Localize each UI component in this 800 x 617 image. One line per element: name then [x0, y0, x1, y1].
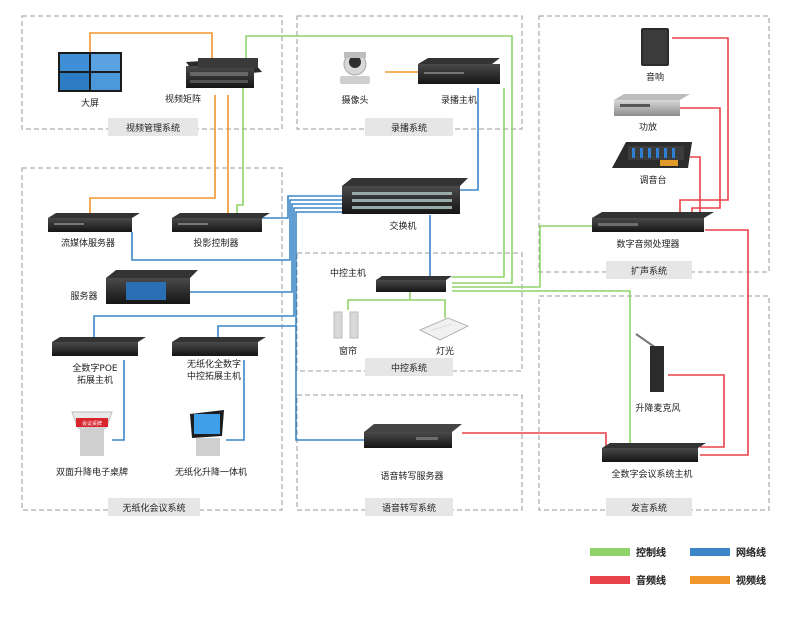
network-line-switch-server [190, 203, 342, 293]
system-label-speech: 语音转写系统 [365, 498, 453, 516]
light-icon [418, 317, 470, 341]
video-line-matrix-streaming [89, 95, 216, 218]
audio-line-dsp-speaker [672, 37, 729, 215]
projector-controller-icon [172, 213, 270, 232]
control-line-host-devices [347, 290, 446, 318]
nameplate-label: 双面升降电子桌牌 [56, 466, 128, 478]
legend-item-network: 网络线 [690, 546, 766, 559]
system-label-pa: 扩声系统 [606, 261, 692, 279]
projector-controller-label: 投影控制器 [193, 237, 238, 249]
central-host-label: 中控主机 [330, 267, 366, 279]
svg-text:视频线: 视频线 [736, 574, 766, 587]
legend-item-video: 视频线 [690, 574, 766, 587]
big-screen-icon [58, 52, 122, 92]
big-screen-label: 大屏 [81, 97, 99, 109]
legend-item-control: 控制线 [590, 546, 666, 559]
audio-line-dsp-mixer [690, 156, 701, 215]
speech-server-label: 语音转写服务器 [380, 470, 443, 482]
system-label-paperless: 无纸化会议系统 [108, 498, 200, 516]
svg-text:网络线: 网络线 [736, 546, 766, 559]
svg-text:扩声系统: 扩声系统 [631, 265, 667, 277]
conference-host-icon [602, 443, 706, 462]
box-control-system [296, 252, 523, 372]
control-line-projector [236, 60, 244, 218]
camera-label: 摄像头 [341, 94, 368, 106]
speaker-label: 音响 [646, 71, 664, 83]
box-speech-system [296, 394, 523, 511]
camera-icon [340, 52, 370, 84]
control-line-matrix [245, 35, 513, 284]
speech-server-icon [364, 424, 462, 448]
poe-host-icon [52, 337, 146, 356]
control-line-host-conf [452, 290, 631, 443]
network-line-switch-recorder [460, 88, 479, 191]
video-matrix-icon [186, 58, 262, 88]
video-line-matrix-screen [89, 32, 213, 58]
paperless-host-label-2: 中控拓展主机 [187, 370, 241, 382]
paperless-host-label-1: 无纸化全数字 [187, 358, 241, 370]
paperless-host-icon [172, 337, 266, 356]
recorder-icon [418, 58, 500, 84]
legend: 控制线 网络线 音频线 视频线 [590, 546, 766, 587]
amplifier-label: 功放 [639, 121, 657, 133]
light-label: 灯光 [436, 345, 454, 357]
dsp-label: 数字音频处理器 [616, 238, 679, 250]
mixer-label: 调音台 [639, 174, 666, 186]
network-line-paperless-terminal [226, 360, 245, 441]
speaker-icon [641, 28, 669, 66]
lift-terminal-icon [190, 410, 224, 456]
svg-text:无纸化会议系统: 无纸化会议系统 [122, 502, 185, 514]
switch-label: 交换机 [389, 220, 416, 232]
legend-item-audio: 音频线 [590, 574, 666, 587]
audio-line-speech-conf [462, 432, 607, 448]
audio-line-dsp-conf [700, 229, 749, 456]
system-label-control: 中控系统 [365, 358, 453, 376]
lift-terminal-label: 无纸化升降一体机 [175, 466, 247, 478]
lift-mic-icon [635, 333, 664, 392]
network-line-poe-nameplate [112, 360, 125, 441]
dsp-icon [592, 212, 714, 232]
mixer-icon [612, 142, 692, 168]
system-label-speak: 发言系统 [606, 498, 692, 516]
svg-text:语音转写系统: 语音转写系统 [382, 502, 436, 514]
lift-mic-label: 升降麦克风 [635, 402, 680, 414]
box-speak-system [538, 295, 770, 511]
poe-host-label-2: 拓展主机 [77, 374, 113, 386]
svg-text:录播系统: 录播系统 [391, 122, 427, 134]
poe-host-label-1: 全数字POE [72, 362, 118, 374]
server-icon [106, 270, 198, 304]
network-line-switch-projector [262, 195, 342, 219]
curtain-icon [333, 311, 359, 339]
box-video-system [21, 15, 283, 130]
switch-icon [342, 178, 468, 214]
central-host-icon [376, 276, 452, 292]
svg-text:视频管理系统: 视频管理系统 [126, 122, 180, 134]
recorder-label: 录播主机 [441, 94, 477, 106]
amplifier-icon [614, 94, 690, 116]
network-line-switch-speech [295, 326, 365, 441]
nameplate-icon: 会议桌牌 [71, 411, 113, 456]
server-label: 服务器 [70, 290, 97, 302]
network-line-switch-poe [93, 207, 342, 338]
audio-line-mic-conf [668, 374, 725, 448]
curtain-label: 窗帘 [339, 345, 357, 357]
streaming-server-icon [48, 213, 140, 232]
svg-text:控制线: 控制线 [636, 546, 666, 559]
system-label-video: 视频管理系统 [108, 118, 198, 136]
svg-text:中控系统: 中控系统 [391, 362, 427, 374]
control-line-recorder [452, 88, 505, 278]
audio-line-dsp-amp [672, 107, 721, 215]
svg-text:音频线: 音频线 [636, 574, 666, 587]
connection-lines [89, 32, 749, 456]
nameplate-screen-text: 会议桌牌 [82, 420, 102, 427]
system-label-record: 录播系统 [365, 118, 453, 136]
control-line-host-dsp [452, 225, 592, 288]
svg-text:发言系统: 发言系统 [631, 502, 667, 514]
network-line-switch-streaming [131, 199, 342, 261]
video-matrix-label: 视频矩阵 [165, 93, 201, 105]
conference-host-label: 全数字会议系统主机 [611, 468, 692, 480]
streaming-server-label: 流媒体服务器 [61, 237, 115, 249]
